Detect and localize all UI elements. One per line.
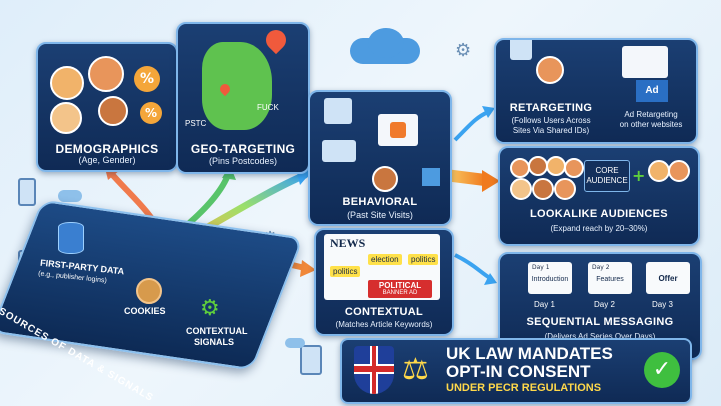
- panel-subtitle: (Age, Gender): [78, 155, 136, 165]
- panel-subtitle: Sites Via Shared IDs): [512, 126, 590, 135]
- ad-card: Day 1 Introduction: [528, 262, 572, 294]
- person-avatar: [88, 56, 124, 92]
- contextual-signals-label: CONTEXTUAL: [186, 326, 248, 336]
- ad-card: Day 2 Features: [588, 262, 632, 294]
- cloud-icon: [285, 338, 305, 348]
- panel-subtitle: (Expand reach by 20–30%): [550, 224, 648, 233]
- retargeting-panel: Ad RETARGETING (Follows Users Across Sit…: [494, 38, 698, 144]
- profile-card-icon: [322, 140, 356, 162]
- law-line-1: UK LAW MANDATES: [446, 344, 613, 363]
- gear-icon: ⚙: [200, 296, 220, 321]
- core-audience-label: CORE: [595, 166, 619, 175]
- person-avatar: [510, 158, 530, 178]
- panel-subtitle: (Matches Article Keywords): [335, 320, 433, 329]
- cookies-label: COOKIES: [124, 306, 166, 316]
- panel-subtitle: (Pins Postcodes): [208, 156, 278, 166]
- keyword-highlight: politics: [330, 266, 361, 277]
- day-label: Day 3: [652, 300, 673, 309]
- banner-text: POLITICAL: [378, 281, 422, 290]
- map-label: FUCK: [257, 103, 279, 112]
- demographics-panel: % % DEMOGRAPHICS (Age, Gender): [36, 42, 178, 172]
- percent-icon: %: [134, 66, 160, 92]
- uk-law-banner: ⚖ UK LAW MANDATES OPT-IN CONSENT UNDER P…: [340, 338, 692, 404]
- ad-box: Ad: [636, 80, 668, 102]
- uk-flag-shield-icon: [354, 346, 394, 394]
- panel-subtitle: (Follows Users Across: [511, 116, 591, 125]
- behavioral-panel: BEHAVIORAL (Past Site Visits): [308, 90, 452, 226]
- cloud-icon: [58, 190, 82, 202]
- person-avatar: [532, 178, 554, 200]
- day-label: Day 2: [594, 300, 615, 309]
- person-avatar: [648, 160, 670, 182]
- contextual-panel: NEWS election politics politics POLITICA…: [314, 228, 454, 336]
- map-label: PSTC: [185, 119, 207, 128]
- person-avatar: [98, 96, 128, 126]
- contextual-signals-label: SIGNALS: [194, 337, 235, 347]
- shopping-window-icon: [378, 114, 418, 146]
- cookie-icon: [136, 278, 162, 304]
- banner-text: BANNER AD: [382, 290, 418, 296]
- geo-targeting-panel: PSTC FUCK GEO-TARGETING (Pins Postcodes): [176, 22, 310, 174]
- panel-title: GEO-TARGETING: [190, 142, 296, 156]
- political-banner-ad: POLITICAL BANNER AD: [368, 280, 432, 298]
- ad-card-day: Day 1: [532, 264, 550, 271]
- side-note: Ad Retargeting: [624, 110, 678, 119]
- side-note: on other websites: [619, 120, 683, 129]
- phone-icon: [300, 345, 322, 375]
- ad-card-day: Day 2: [592, 264, 610, 271]
- person-avatar: [50, 66, 84, 100]
- keyword-highlight: politics: [408, 254, 439, 265]
- uk-map: [202, 42, 272, 130]
- keyword-highlight: election: [368, 254, 402, 265]
- panel-subtitle: (Past Site Visits): [347, 210, 413, 220]
- person-avatar: [564, 158, 584, 178]
- panel-title: BEHAVIORAL: [342, 196, 418, 208]
- core-audience-box: CORE AUDIENCE: [584, 160, 630, 192]
- day-label: Day 1: [534, 300, 555, 309]
- panel-title: CONTEXTUAL: [344, 306, 424, 318]
- website-window-icon: [324, 98, 352, 124]
- plus-icon: +: [632, 166, 646, 185]
- ad-card-label: Features: [596, 276, 624, 283]
- checkmark-icon: ✓: [644, 352, 680, 388]
- database-icon: [58, 222, 84, 254]
- location-pin-icon: [261, 25, 291, 55]
- ad-card-label: Offer: [658, 274, 678, 283]
- news-article: NEWS election politics politics POLITICA…: [324, 234, 440, 300]
- panel-title: SEQUENTIAL MESSAGING: [526, 316, 674, 328]
- person-avatar: [536, 56, 564, 84]
- person-avatar: [554, 178, 576, 200]
- lookalike-panel: CORE AUDIENCE + LOOKALIKE AUDIENCES (Exp…: [498, 146, 700, 246]
- ad-window-icon: [622, 46, 668, 78]
- ad-card: Offer: [646, 262, 690, 294]
- panel-subtitle: (Delivers Ad Series Over Days): [544, 332, 656, 341]
- panel-title: DEMOGRAPHICS: [55, 142, 159, 156]
- website-window-icon: [510, 40, 532, 60]
- gear-icon: ⚙: [455, 40, 472, 61]
- person-avatar: [668, 160, 690, 182]
- person-avatar: [50, 102, 82, 134]
- cloud-network-icon: [340, 28, 430, 66]
- panel-title: RETARGETING: [509, 102, 593, 114]
- scales-icon: ⚖: [402, 352, 429, 387]
- law-line-3: UNDER PECR REGULATIONS: [446, 382, 602, 394]
- news-heading: NEWS: [330, 236, 366, 250]
- phone-icon: [18, 178, 36, 206]
- person-avatar: [528, 156, 548, 176]
- product-box-icon: [422, 168, 440, 186]
- panel-title: LOOKALIKE AUDIENCES: [530, 208, 668, 220]
- core-audience-label: AUDIENCE: [586, 176, 628, 185]
- percent-icon: %: [140, 102, 162, 124]
- person-avatar: [546, 156, 566, 176]
- person-avatar: [510, 178, 532, 200]
- person-avatar: [372, 166, 398, 192]
- ad-card-label: Introduction: [531, 276, 569, 283]
- law-line-2: OPT-IN CONSENT: [446, 362, 591, 381]
